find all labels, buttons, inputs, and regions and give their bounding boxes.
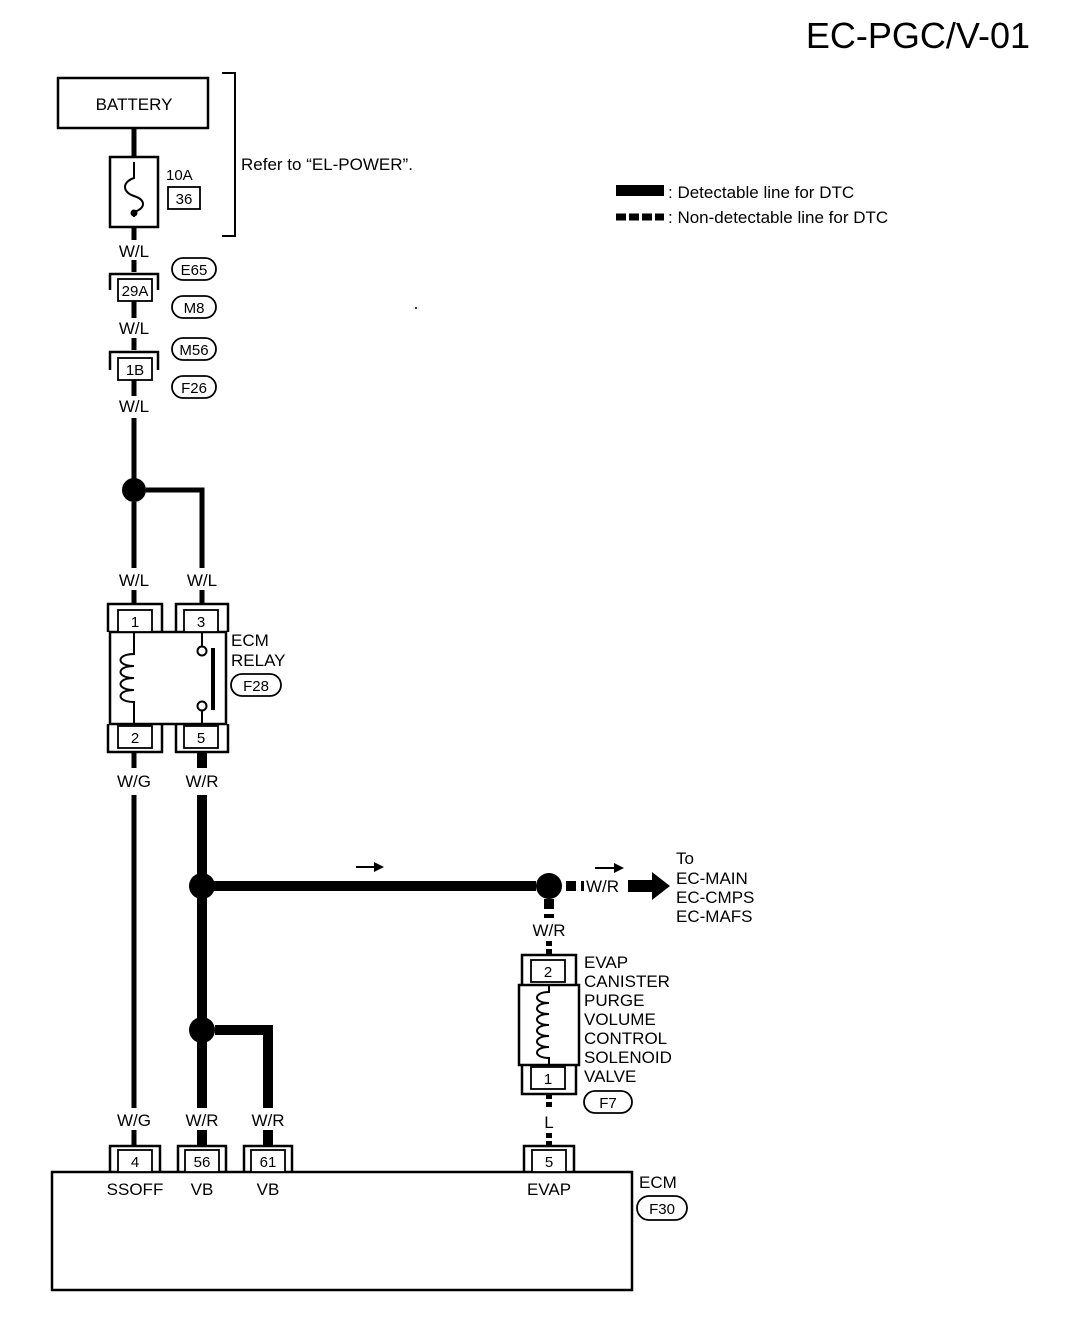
to-note-item-3: EC-MAFS [676, 907, 753, 926]
connector-code-m8-badge [171, 295, 217, 319]
refer-bracket [222, 72, 236, 237]
wire-color-w2: W/L [119, 319, 149, 338]
to-note-title: To [676, 849, 694, 868]
to-arrow-icon [628, 872, 670, 900]
connector-code-e65-badge [171, 257, 217, 281]
junction-wr-lower [189, 1017, 215, 1043]
connector-code-m8: M8 [184, 300, 205, 317]
ecm-pin-61-name: VB [257, 1180, 280, 1199]
evap-solenoid: 2 1 EVAP CANISTER PURGE VOLUME CONTROL S… [517, 953, 672, 1114]
wire-color-wr5: W/R [251, 1111, 284, 1130]
wire-color-w4: W/L [119, 571, 149, 590]
relay-code-badge [230, 673, 282, 697]
legend-detectable-swatch [616, 185, 664, 196]
ecm: 4 SSOFF 56 VB 61 VB 5 EVAP ECM F30 [50, 1144, 688, 1292]
solenoid-pin-2: 2 [544, 964, 552, 981]
connector-code-m56: M56 [179, 342, 208, 359]
relay-pin-5: 5 [197, 730, 205, 747]
ecm-pin-5-name: EVAP [527, 1180, 571, 1199]
ecm-pin-4: 4 [131, 1154, 139, 1171]
solenoid-code: F7 [599, 1095, 617, 1112]
solenoid-name-5: CONTROL [584, 1029, 667, 1048]
fuse-number-box [167, 186, 201, 210]
stray-dot [415, 307, 417, 309]
ecm-pin-56-name: VB [191, 1180, 214, 1199]
connector-code-f26-badge [171, 375, 217, 399]
wire-color-wg1: W/G [117, 772, 151, 791]
relay-code: F28 [243, 678, 269, 695]
page-code: EC-PGC/V-01 [806, 15, 1030, 56]
battery-label: BATTERY [96, 95, 173, 114]
relay-coil-icon [119, 632, 135, 724]
wire-color-wr2: W/R [586, 877, 619, 896]
connector-code-m56-badge [171, 337, 217, 361]
legend: : Detectable line for DTC : Non-detectab… [616, 183, 888, 227]
wire-color-w5: W/L [187, 571, 217, 590]
to-note-item-1: EC-MAIN [676, 869, 748, 888]
connector-code-f26: F26 [181, 380, 207, 397]
refer-note: Refer to “EL-POWER”. [241, 155, 413, 174]
solenoid-coil-icon [536, 985, 550, 1065]
fuse-number: 36 [176, 191, 193, 208]
relay-name-line2: RELAY [231, 651, 286, 670]
ecm-pin-56: 56 [194, 1154, 211, 1171]
ecm-relay: 1 3 2 5 ECM RELAY F28 [106, 602, 286, 754]
wire-vb-branch [215, 1025, 273, 1108]
ecm-code: F30 [649, 1201, 675, 1218]
solenoid-name-6: SOLENOID [584, 1048, 672, 1067]
fuse: 10A 36 [108, 155, 201, 229]
wire-color-w1: W/L [119, 242, 149, 261]
to-note: To EC-MAIN EC-CMPS EC-MAFS [676, 849, 754, 926]
ecm-pin-5: 5 [545, 1154, 553, 1171]
solenoid-name-7: VALVE [584, 1067, 636, 1086]
legend-non-detectable-text: : Non-detectable line for DTC [668, 208, 888, 227]
ecm-relay-body [108, 630, 228, 726]
to-note-item-2: EC-CMPS [676, 888, 754, 907]
solenoid-name-3: PURGE [584, 991, 644, 1010]
relay-pin-1: 1 [131, 614, 139, 631]
solenoid-pin-1: 1 [544, 1071, 552, 1088]
relay-name-line1: ECM [231, 631, 269, 650]
connector-code-e65: E65 [181, 262, 208, 279]
wire-color-l1: L [544, 1113, 553, 1132]
ecm-body [50, 1170, 634, 1292]
relay-pin-3: 3 [197, 614, 205, 631]
wire-color-wr3: W/R [532, 921, 565, 940]
wire-color-wg2: W/G [117, 1111, 151, 1130]
ecm-pin-4-name: SSOFF [107, 1180, 164, 1199]
wire-color-wr1: W/R [185, 772, 218, 791]
connector-29a-pin: 29A [122, 283, 149, 300]
solenoid-name-1: EVAP [584, 953, 628, 972]
junction-evap [536, 873, 562, 899]
flow-arrow-icon-2 [614, 863, 624, 873]
connector-1b-pin: 1B [126, 362, 144, 379]
ecm-pin-61: 61 [260, 1154, 277, 1171]
solenoid-code-badge [583, 1090, 633, 1114]
junction-wr-upper [189, 873, 215, 899]
connector-29a: 29A E65 M8 [108, 257, 217, 319]
solenoid-name-4: VOLUME [584, 1010, 656, 1029]
wire-color-wr4: W/R [185, 1111, 218, 1130]
ecm-code-badge [636, 1195, 688, 1221]
relay-switch-icon [211, 648, 215, 710]
flow-arrow-icon [374, 862, 384, 872]
wire-color-w3: W/L [119, 397, 149, 416]
legend-detectable-text: : Detectable line for DTC [668, 183, 854, 202]
junction-power [122, 478, 146, 502]
fuse-element-icon [124, 162, 144, 217]
connector-1b: 1B M56 F26 [108, 337, 217, 399]
solenoid-name-2: CANISTER [584, 972, 670, 991]
fuse-rating: 10A [166, 167, 193, 184]
relay-pin-2: 2 [131, 730, 139, 747]
ecm-label: ECM [639, 1173, 677, 1192]
